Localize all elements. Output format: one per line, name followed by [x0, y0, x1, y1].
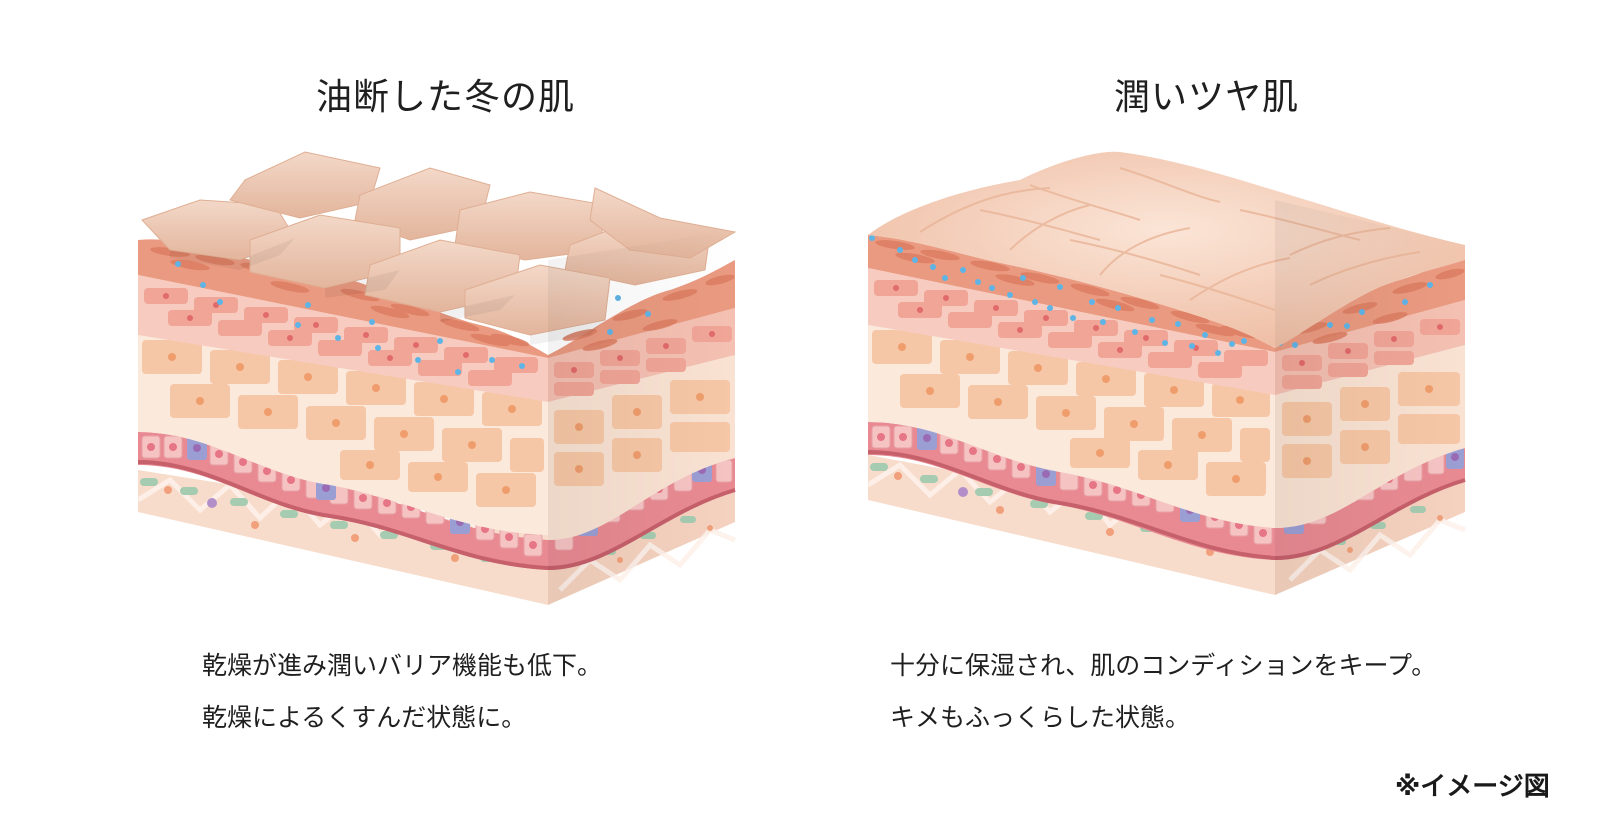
dry-skin-illustration: [130, 140, 750, 614]
dry-skin-description-line-2: 乾燥によるくすんだ状態に。: [202, 703, 527, 732]
image-footnote: ※イメージ図: [1395, 772, 1550, 802]
moist-skin-illustration: [860, 140, 1480, 614]
moist-skin-description: 十分に保湿され、肌のコンディションをキープ。 キメもふっくらした状態。: [890, 640, 1436, 744]
moist-skin-title: 潤いツヤ肌: [1114, 77, 1300, 118]
moist-skin-description-line-1: 十分に保湿され、肌のコンディションをキープ。: [890, 651, 1437, 680]
moist-skin-description-line-2: キメもふっくらした状態。: [890, 703, 1191, 732]
dry-skin-description-line-1: 乾燥が進み潤いバリア機能も低下。: [202, 651, 603, 680]
dry-skin-description: 乾燥が進み潤いバリア機能も低下。 乾燥によるくすんだ状態に。: [202, 640, 602, 744]
dry-skin-title: 油断した冬の肌: [316, 77, 576, 118]
